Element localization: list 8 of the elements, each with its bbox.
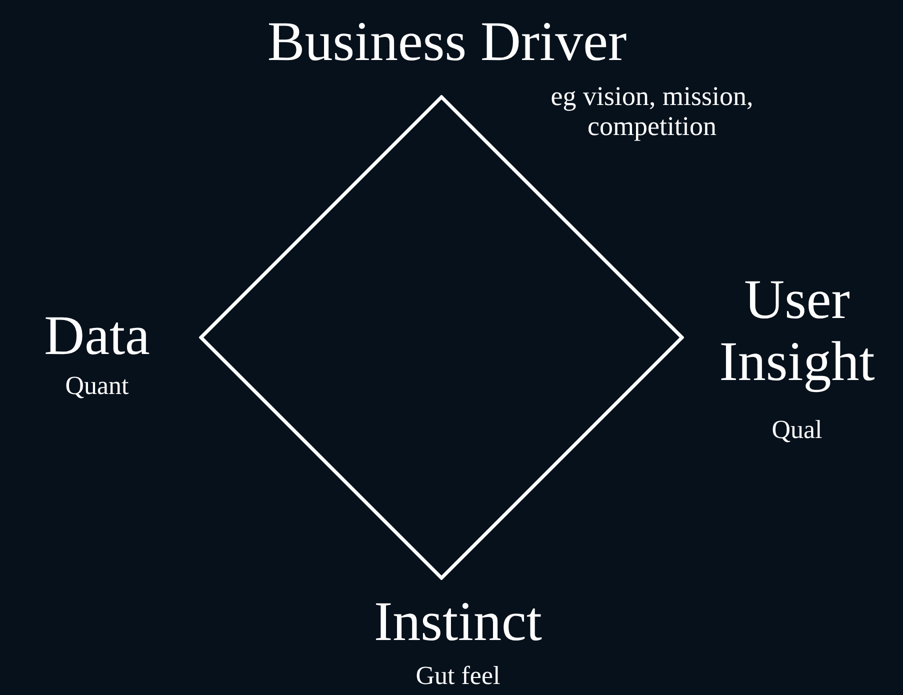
subheading: Quant — [64, 372, 130, 401]
heading: Instinct — [373, 592, 543, 654]
subheading: Gut feel — [414, 662, 502, 691]
subheading: Qual — [770, 416, 824, 445]
heading: Data — [43, 306, 151, 368]
note-text: eg vision, mission, competition — [550, 82, 754, 142]
heading: User Insight — [718, 270, 876, 394]
heading: Business Driver — [266, 12, 628, 74]
